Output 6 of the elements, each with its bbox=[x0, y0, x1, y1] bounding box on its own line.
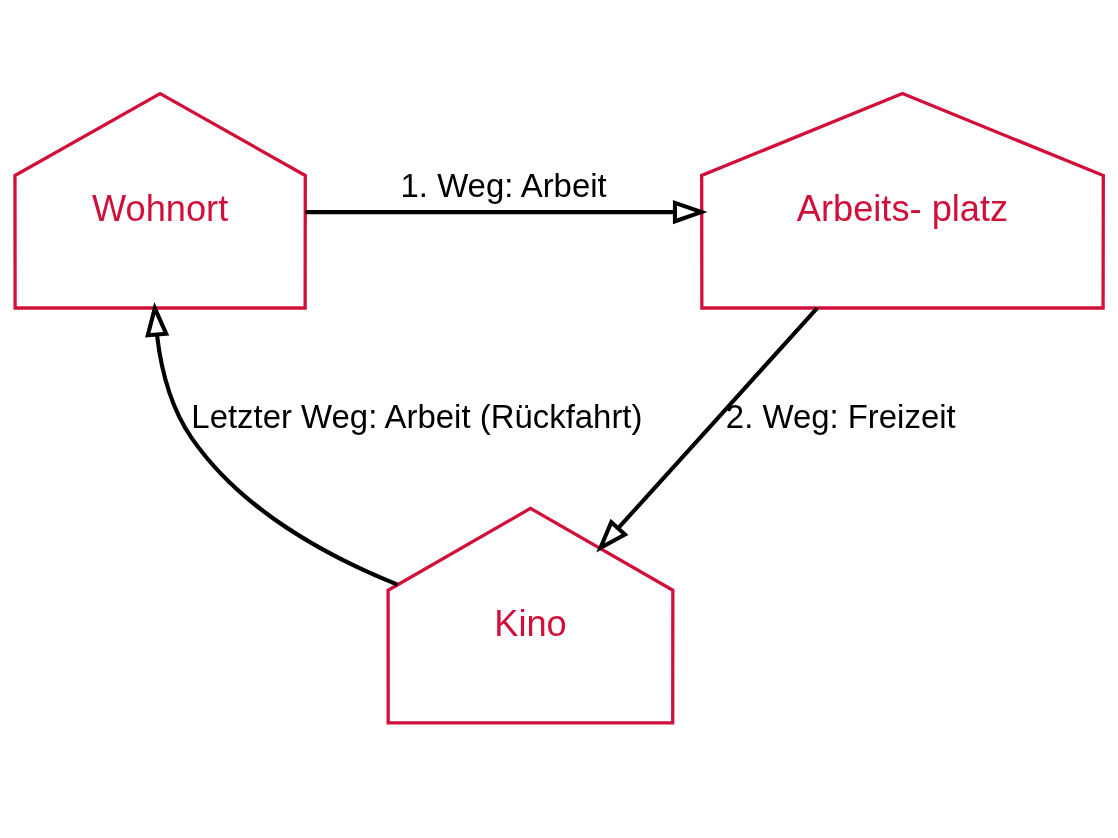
edge-label: 2. Weg: Freizeit bbox=[725, 397, 956, 435]
arrow bbox=[596, 306, 819, 552]
edge-label: Letzter Weg: Arbeit (Rückfahrt) bbox=[191, 397, 643, 435]
arrow bbox=[145, 301, 399, 587]
arrow bbox=[305, 199, 708, 224]
edge-label: 1. Weg: Arbeit bbox=[400, 166, 607, 204]
